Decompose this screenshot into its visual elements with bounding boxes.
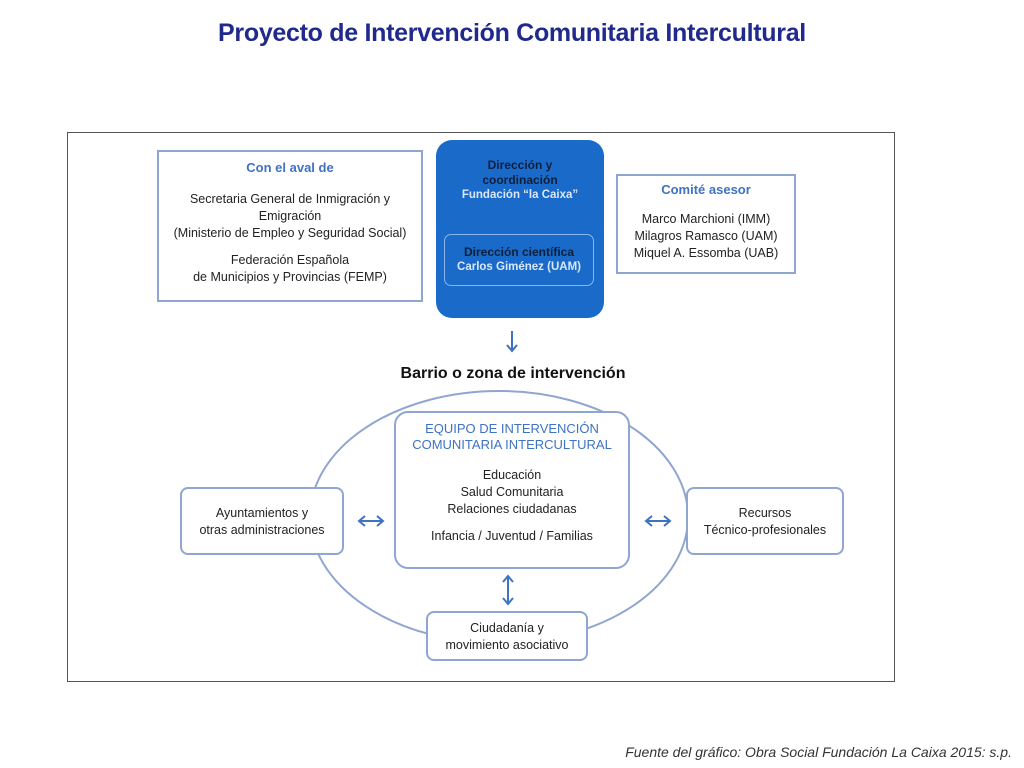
double-arrow-horizontal-icon — [644, 515, 672, 527]
ciudadania-line: movimiento asociativo — [445, 638, 569, 652]
comite-member: Milagros Ramasco (UAM) — [634, 229, 778, 243]
equipo-area: Educación — [482, 468, 542, 482]
aval-heading: Con el aval de — [246, 160, 334, 175]
direccion-fundacion: Fundación “la Caixa” — [461, 189, 579, 201]
equipo-heading: EQUIPO DE INTERVENCIÓN — [425, 421, 599, 436]
comite-member: Marco Marchioni (IMM) — [641, 212, 771, 226]
equipo-area: Relaciones ciudadanas — [447, 502, 577, 516]
ayuntamientos-box: Ayuntamientos y otras administraciones — [180, 487, 344, 555]
arrow-down-icon — [506, 331, 518, 353]
cientifica-name: Carlos Giménez (UAM) — [457, 261, 581, 273]
direccion-heading: coordinación — [482, 173, 558, 187]
barrio-label: Barrio o zona de intervención — [400, 365, 626, 382]
equipo-area: Salud Comunitaria — [460, 485, 564, 499]
ciudadania-box: Ciudadanía y movimiento asociativo — [426, 611, 588, 661]
aval-line: Federación Española — [230, 253, 350, 267]
ciudadania-line: Ciudadanía y — [470, 621, 544, 635]
cientifica-heading: Dirección científica — [463, 245, 575, 259]
recursos-line: Técnico-profesionales — [703, 523, 827, 537]
double-arrow-horizontal-icon — [357, 515, 385, 527]
equipo-heading: COMUNITARIA INTERCULTURAL — [412, 437, 612, 452]
aval-line: Secretaria General de Inmigración y — [189, 192, 391, 206]
recursos-box: Recursos Técnico-profesionales — [686, 487, 844, 555]
aval-box: Con el aval de Secretaria General de Inm… — [157, 150, 423, 302]
direccion-heading: Dirección y — [487, 158, 553, 172]
slide-title: Proyecto de Intervención Comunitaria Int… — [218, 19, 806, 47]
direccion-cientifica-box: Dirección científica Carlos Giménez (UAM… — [444, 234, 594, 286]
comite-member: Miquel A. Essomba (UAB) — [633, 246, 779, 260]
diagram-frame: Con el aval de Secretaria General de Inm… — [67, 132, 895, 682]
ayuntamientos-line: Ayuntamientos y — [215, 506, 309, 520]
equipo-box: EQUIPO DE INTERVENCIÓN COMUNITARIA INTER… — [394, 411, 630, 569]
ayuntamientos-line: otras administraciones — [199, 523, 325, 537]
aval-line: (Ministerio de Empleo y Seguridad Social… — [173, 226, 407, 240]
source-note: Fuente del gráfico: Obra Social Fundació… — [625, 744, 1012, 760]
recursos-line: Recursos — [738, 506, 792, 520]
equipo-groups: Infancia / Juventud / Familias — [431, 529, 593, 543]
direccion-box: Dirección y coordinación Fundación “la C… — [436, 140, 604, 318]
aval-line: de Municipios y Provincias (FEMP) — [193, 270, 387, 284]
comite-box: Comité asesor Marco Marchioni (IMM) Mila… — [616, 174, 796, 274]
aval-line: Emigración — [258, 209, 322, 223]
comite-heading: Comité asesor — [661, 182, 751, 197]
double-arrow-vertical-icon — [502, 574, 514, 606]
